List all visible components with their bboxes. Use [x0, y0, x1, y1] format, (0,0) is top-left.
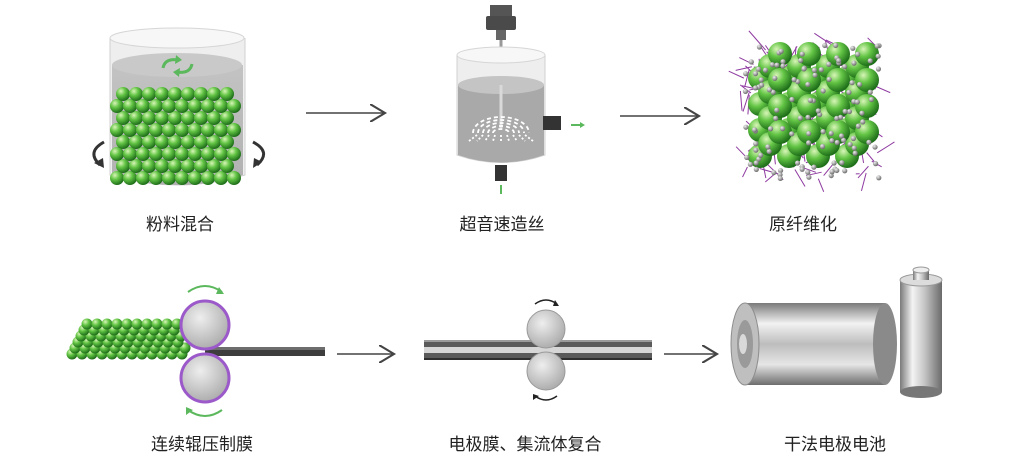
step-lamination-illustration [424, 299, 652, 401]
particle [175, 147, 189, 161]
particle [155, 111, 169, 125]
particle [162, 123, 176, 137]
particle [227, 123, 241, 137]
particle [207, 159, 221, 173]
particle [227, 171, 241, 185]
particle [188, 147, 202, 161]
particle [194, 159, 208, 173]
particle [214, 147, 228, 161]
step-powder-mixing-illustration [92, 27, 265, 186]
particle [201, 171, 215, 185]
particle [188, 123, 202, 137]
particle [149, 99, 163, 113]
particle [110, 99, 124, 113]
particle [168, 159, 182, 173]
particle [142, 111, 156, 125]
particle [123, 123, 137, 137]
particle [142, 87, 156, 101]
particle [123, 147, 137, 161]
particle [136, 147, 150, 161]
particle [194, 111, 208, 125]
particle [123, 171, 137, 185]
step-label-continuous-rolling: 连续辊压制膜 [151, 435, 253, 455]
particle [214, 123, 228, 137]
particle [149, 147, 163, 161]
particle [149, 123, 163, 137]
step-label-fibrillation: 原纤维化 [769, 215, 837, 235]
step-label-dry-electrode-battery: 干法电极电池 [784, 435, 886, 455]
particle [220, 135, 234, 149]
particle [123, 99, 137, 113]
particle [220, 159, 234, 173]
step-continuous-rolling-illustration [66, 285, 325, 417]
particle [188, 99, 202, 113]
particle [129, 87, 143, 101]
particle [201, 99, 215, 113]
particle [194, 135, 208, 149]
particle [155, 87, 169, 101]
particle [116, 87, 130, 101]
particle [207, 111, 221, 125]
step-label-powder-mixing: 粉料混合 [146, 215, 214, 235]
particle [155, 135, 169, 149]
particle [194, 87, 208, 101]
swirl-arrow-icon [161, 55, 194, 77]
particle [116, 111, 130, 125]
particle [136, 99, 150, 113]
particle [220, 111, 234, 125]
particle [175, 171, 189, 185]
particle [207, 135, 221, 149]
particle [181, 159, 195, 173]
particle [116, 135, 130, 149]
particle [168, 111, 182, 125]
particle [181, 111, 195, 125]
particle [162, 99, 176, 113]
step-supersonic-spinning-illustration [456, 5, 585, 194]
particle [129, 159, 143, 173]
particle [142, 135, 156, 149]
particle [110, 123, 124, 137]
particle [214, 99, 228, 113]
particle [155, 159, 169, 173]
particle [181, 135, 195, 149]
particle [227, 147, 241, 161]
particle [136, 123, 150, 137]
particle [201, 147, 215, 161]
particle [175, 99, 189, 113]
particle [207, 87, 221, 101]
particle [201, 123, 215, 137]
particle [181, 87, 195, 101]
particle [136, 171, 150, 185]
step-label-lamination: 电极膜、集流体复合 [448, 435, 602, 455]
particle [149, 171, 163, 185]
step-label-supersonic-spinning: 超音速造丝 [459, 215, 545, 235]
particle [142, 159, 156, 173]
particle [175, 123, 189, 137]
particle [110, 147, 124, 161]
particle [110, 171, 124, 185]
particle [227, 99, 241, 113]
step-dry-electrode-battery-illustration [730, 266, 943, 398]
particle [162, 147, 176, 161]
particle [116, 159, 130, 173]
step-fibrillation-illustration [728, 30, 895, 193]
particle [188, 171, 202, 185]
particle [168, 135, 182, 149]
rotation-arrow-icon [92, 140, 265, 168]
particle [214, 171, 228, 185]
particle [129, 111, 143, 125]
particle [129, 135, 143, 149]
particle [168, 87, 182, 101]
particle [220, 87, 234, 101]
particle [162, 171, 176, 185]
